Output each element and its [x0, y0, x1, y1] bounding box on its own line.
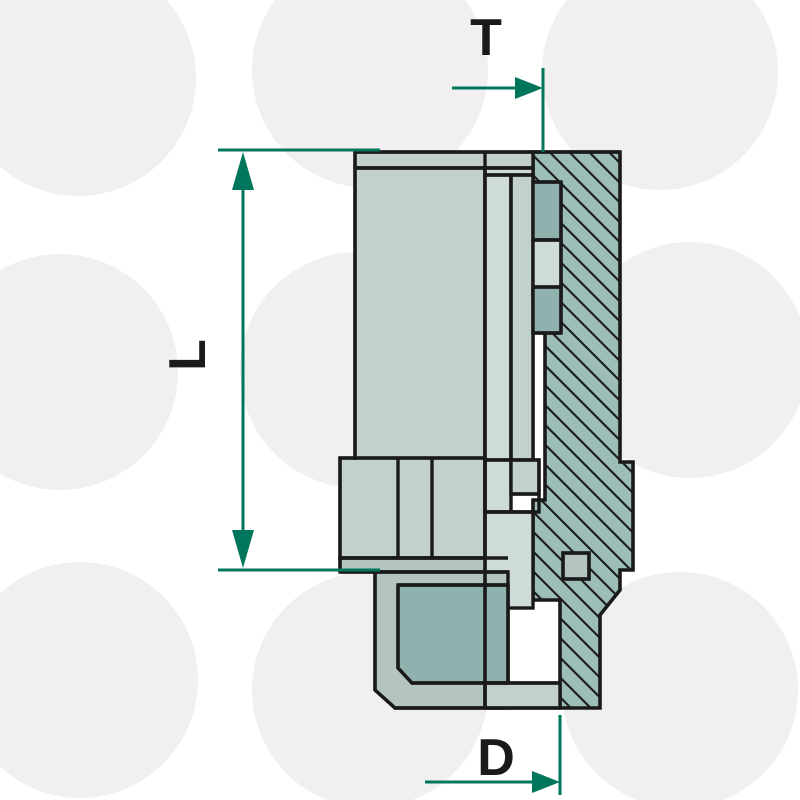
dimension-D: D: [425, 715, 562, 795]
barrel-top-rim: [353, 150, 535, 170]
barrel-main-face: [353, 166, 487, 462]
hex-flange-face: [338, 456, 487, 560]
edge-stem-outline: [373, 572, 560, 710]
dimension-layer: T L D: [159, 9, 562, 795]
thread-tooth-upper: [531, 180, 563, 242]
decor-circle: [252, 0, 488, 188]
dimension-L-arrowhead-bottom: [232, 530, 254, 568]
dimension-L: L: [159, 148, 380, 572]
dimension-T: T: [452, 9, 545, 152]
thread-tooth-lower: [531, 285, 563, 335]
part-geometry: [338, 150, 635, 710]
stem-inner-bore: [396, 583, 510, 685]
decor-circle: [542, 0, 778, 190]
shoulder-block-left: [483, 458, 513, 514]
decor-circle: [0, 562, 198, 798]
thread-channel-inner: [509, 173, 535, 462]
edge-stem-bore-outline: [396, 585, 508, 685]
dimension-T-arrowhead: [515, 77, 543, 99]
edge-notch: [561, 551, 591, 581]
decor-circle: [572, 242, 800, 478]
decor-circle: [0, 254, 178, 490]
flange-notch-detail: [561, 551, 591, 581]
outline-overlay: [338, 150, 620, 710]
dimension-label-L: L: [159, 339, 217, 371]
shoulder-block-right: [509, 458, 541, 496]
thread-channel-outer: [483, 173, 513, 462]
stem-bottom-band: [483, 681, 562, 710]
dimension-L-arrowhead-top: [232, 152, 254, 190]
dimension-label-D: D: [477, 729, 515, 787]
hex-flange: [338, 456, 510, 574]
dimension-label-T: T: [470, 9, 502, 67]
decor-circle: [562, 572, 798, 800]
decor-circle: [0, 0, 196, 196]
dimension-D-arrowhead: [532, 771, 560, 793]
